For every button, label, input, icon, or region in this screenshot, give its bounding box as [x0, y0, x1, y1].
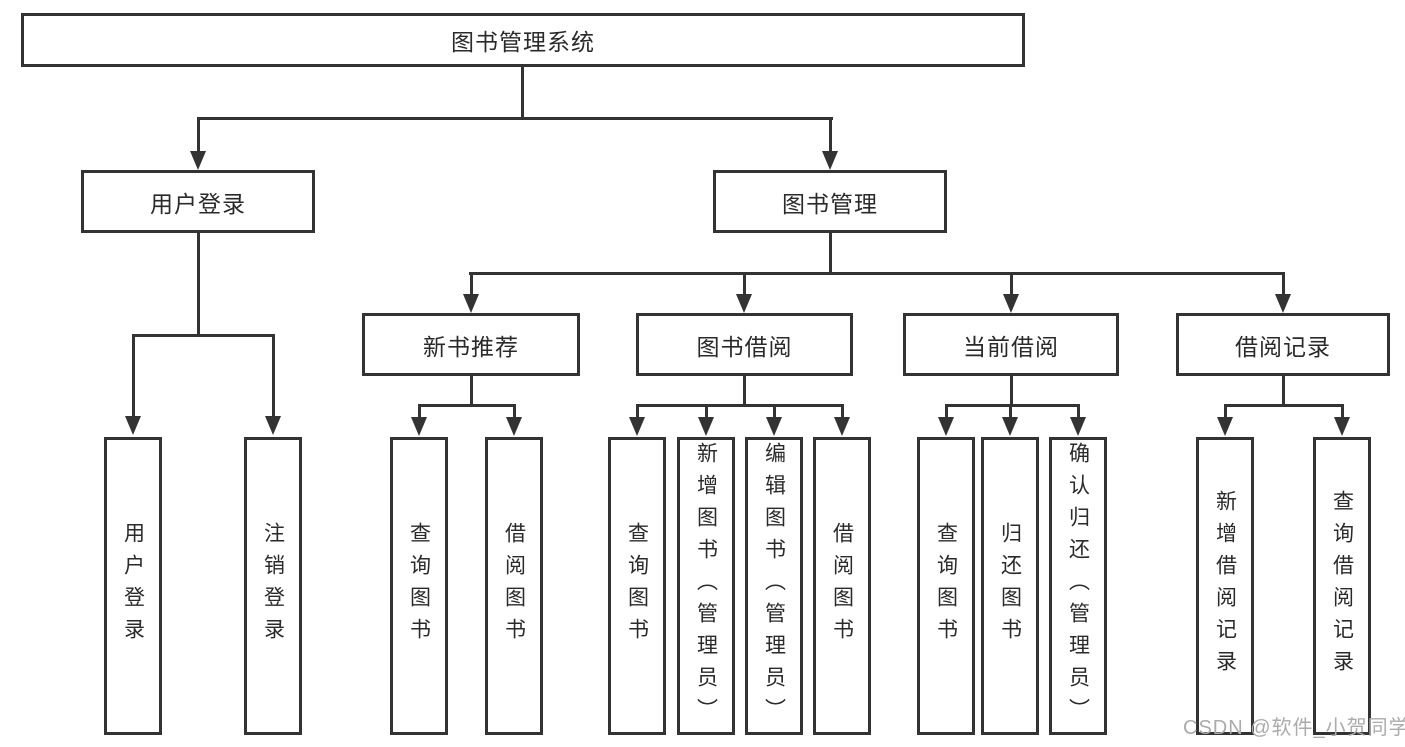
- arrow-down-icon: [190, 151, 206, 170]
- node-leaf-return-books: 归还图书: [981, 437, 1039, 735]
- node-borrow-record: 借阅记录: [1176, 313, 1390, 376]
- connector-line: [513, 404, 516, 418]
- connector-line: [197, 233, 200, 336]
- node-leaf-query-books-recommend: 查询图书: [390, 437, 448, 735]
- node-leaf-add-borrow-record-label: 新增借阅记录: [1213, 490, 1237, 682]
- node-leaf-borrow-books: 借阅图书: [813, 437, 871, 735]
- arrow-down-icon: [411, 417, 427, 436]
- node-user-login-label: 用户登录: [150, 190, 246, 217]
- arrow-down-icon: [938, 417, 954, 436]
- connector-line: [132, 334, 135, 417]
- arrow-down-icon: [1002, 417, 1018, 436]
- arrow-down-icon: [736, 294, 752, 313]
- node-current-borrow: 当前借阅: [903, 313, 1119, 376]
- connector-line: [1224, 404, 1227, 418]
- node-current-borrow-label: 当前借阅: [963, 333, 1059, 360]
- connector-line: [470, 272, 473, 296]
- node-leaf-user-login: 用户登录: [104, 437, 162, 735]
- connector-line: [197, 117, 833, 120]
- connector-line: [743, 272, 746, 296]
- node-leaf-query-current-label: 查询图书: [934, 522, 958, 650]
- node-leaf-query-borrow-record: 查询借阅记录: [1313, 437, 1371, 735]
- arrow-down-icon: [265, 416, 281, 435]
- connector-line: [470, 376, 473, 406]
- node-leaf-user-login-label: 用户登录: [121, 522, 145, 650]
- arrow-down-icon: [1275, 294, 1291, 313]
- arrow-down-icon: [834, 417, 850, 436]
- arrow-down-icon: [506, 417, 522, 436]
- connector-line: [521, 67, 524, 119]
- arrow-down-icon: [125, 416, 141, 435]
- node-book-borrow-label: 图书借阅: [696, 333, 793, 360]
- connector-line: [1009, 404, 1012, 418]
- node-leaf-query-books: 查询图书: [608, 437, 666, 735]
- node-leaf-logout-label: 注销登录: [261, 522, 285, 650]
- node-library-system: 图书管理系统: [21, 13, 1025, 67]
- node-leaf-borrow-books-recommend-label: 借阅图书: [502, 522, 526, 650]
- connector-line: [1341, 404, 1344, 418]
- arrow-down-icon: [1334, 417, 1350, 436]
- node-library-system-label: 图书管理系统: [451, 29, 595, 55]
- node-leaf-borrow-books-recommend: 借阅图书: [485, 437, 543, 735]
- connector-line: [132, 334, 275, 337]
- arrow-down-icon: [1003, 294, 1019, 313]
- connector-line: [705, 404, 708, 418]
- node-leaf-query-books-label: 查询图书: [625, 522, 649, 650]
- node-leaf-edit-books-admin: 编辑图书（管理员）: [745, 437, 803, 735]
- node-leaf-confirm-return-admin: 确认归还（管理员）: [1049, 437, 1107, 735]
- connector-line: [1224, 404, 1343, 407]
- connector-line: [945, 404, 1079, 407]
- csdn-watermark: CSDN @软件_小贺同学: [1183, 717, 1405, 739]
- connector-line: [636, 404, 639, 418]
- node-new-book-recommend-label: 新书推荐: [423, 333, 519, 360]
- arrow-down-icon: [698, 417, 714, 436]
- node-leaf-add-books-admin-label: 新增图书（管理员）: [694, 442, 718, 730]
- connector-line: [418, 404, 516, 407]
- node-leaf-logout: 注销登录: [244, 437, 302, 735]
- arrow-down-icon: [1217, 417, 1233, 436]
- node-leaf-add-books-admin: 新增图书（管理员）: [677, 437, 735, 735]
- node-new-book-recommend: 新书推荐: [362, 313, 580, 376]
- connector-line: [743, 376, 746, 406]
- connector-line: [829, 233, 832, 274]
- node-leaf-query-books-recommend-label: 查询图书: [407, 522, 431, 650]
- connector-line: [1077, 404, 1080, 418]
- connector-line: [469, 272, 1285, 275]
- connector-line: [1282, 376, 1285, 406]
- node-user-login: 用户登录: [81, 170, 315, 233]
- node-leaf-borrow-books-label: 借阅图书: [830, 522, 854, 650]
- arrow-down-icon: [822, 151, 838, 170]
- node-leaf-add-borrow-record: 新增借阅记录: [1196, 437, 1254, 735]
- connector-line: [773, 404, 776, 418]
- connector-line: [1010, 272, 1013, 296]
- connector-line: [272, 334, 275, 417]
- connector-line: [829, 117, 832, 153]
- node-leaf-query-borrow-record-label: 查询借阅记录: [1330, 490, 1354, 682]
- arrow-down-icon: [463, 294, 479, 313]
- connector-line: [1010, 376, 1013, 406]
- node-borrow-record-label: 借阅记录: [1235, 333, 1331, 360]
- node-book-borrow: 图书借阅: [636, 313, 853, 376]
- arrow-down-icon: [766, 417, 782, 436]
- node-leaf-confirm-return-admin-label: 确认归还（管理员）: [1066, 442, 1090, 730]
- node-leaf-query-current: 查询图书: [917, 437, 975, 735]
- connector-line: [841, 404, 844, 418]
- connector-line: [945, 404, 948, 418]
- node-book-management-label: 图书管理: [782, 190, 878, 217]
- connector-line: [418, 404, 421, 418]
- connector-line: [1282, 272, 1285, 296]
- node-leaf-return-books-label: 归还图书: [998, 522, 1022, 650]
- arrow-down-icon: [629, 417, 645, 436]
- arrow-down-icon: [1070, 417, 1086, 436]
- connector-line: [197, 117, 200, 153]
- connector-line: [636, 404, 844, 407]
- node-book-management: 图书管理: [713, 170, 947, 233]
- node-leaf-edit-books-admin-label: 编辑图书（管理员）: [762, 442, 786, 730]
